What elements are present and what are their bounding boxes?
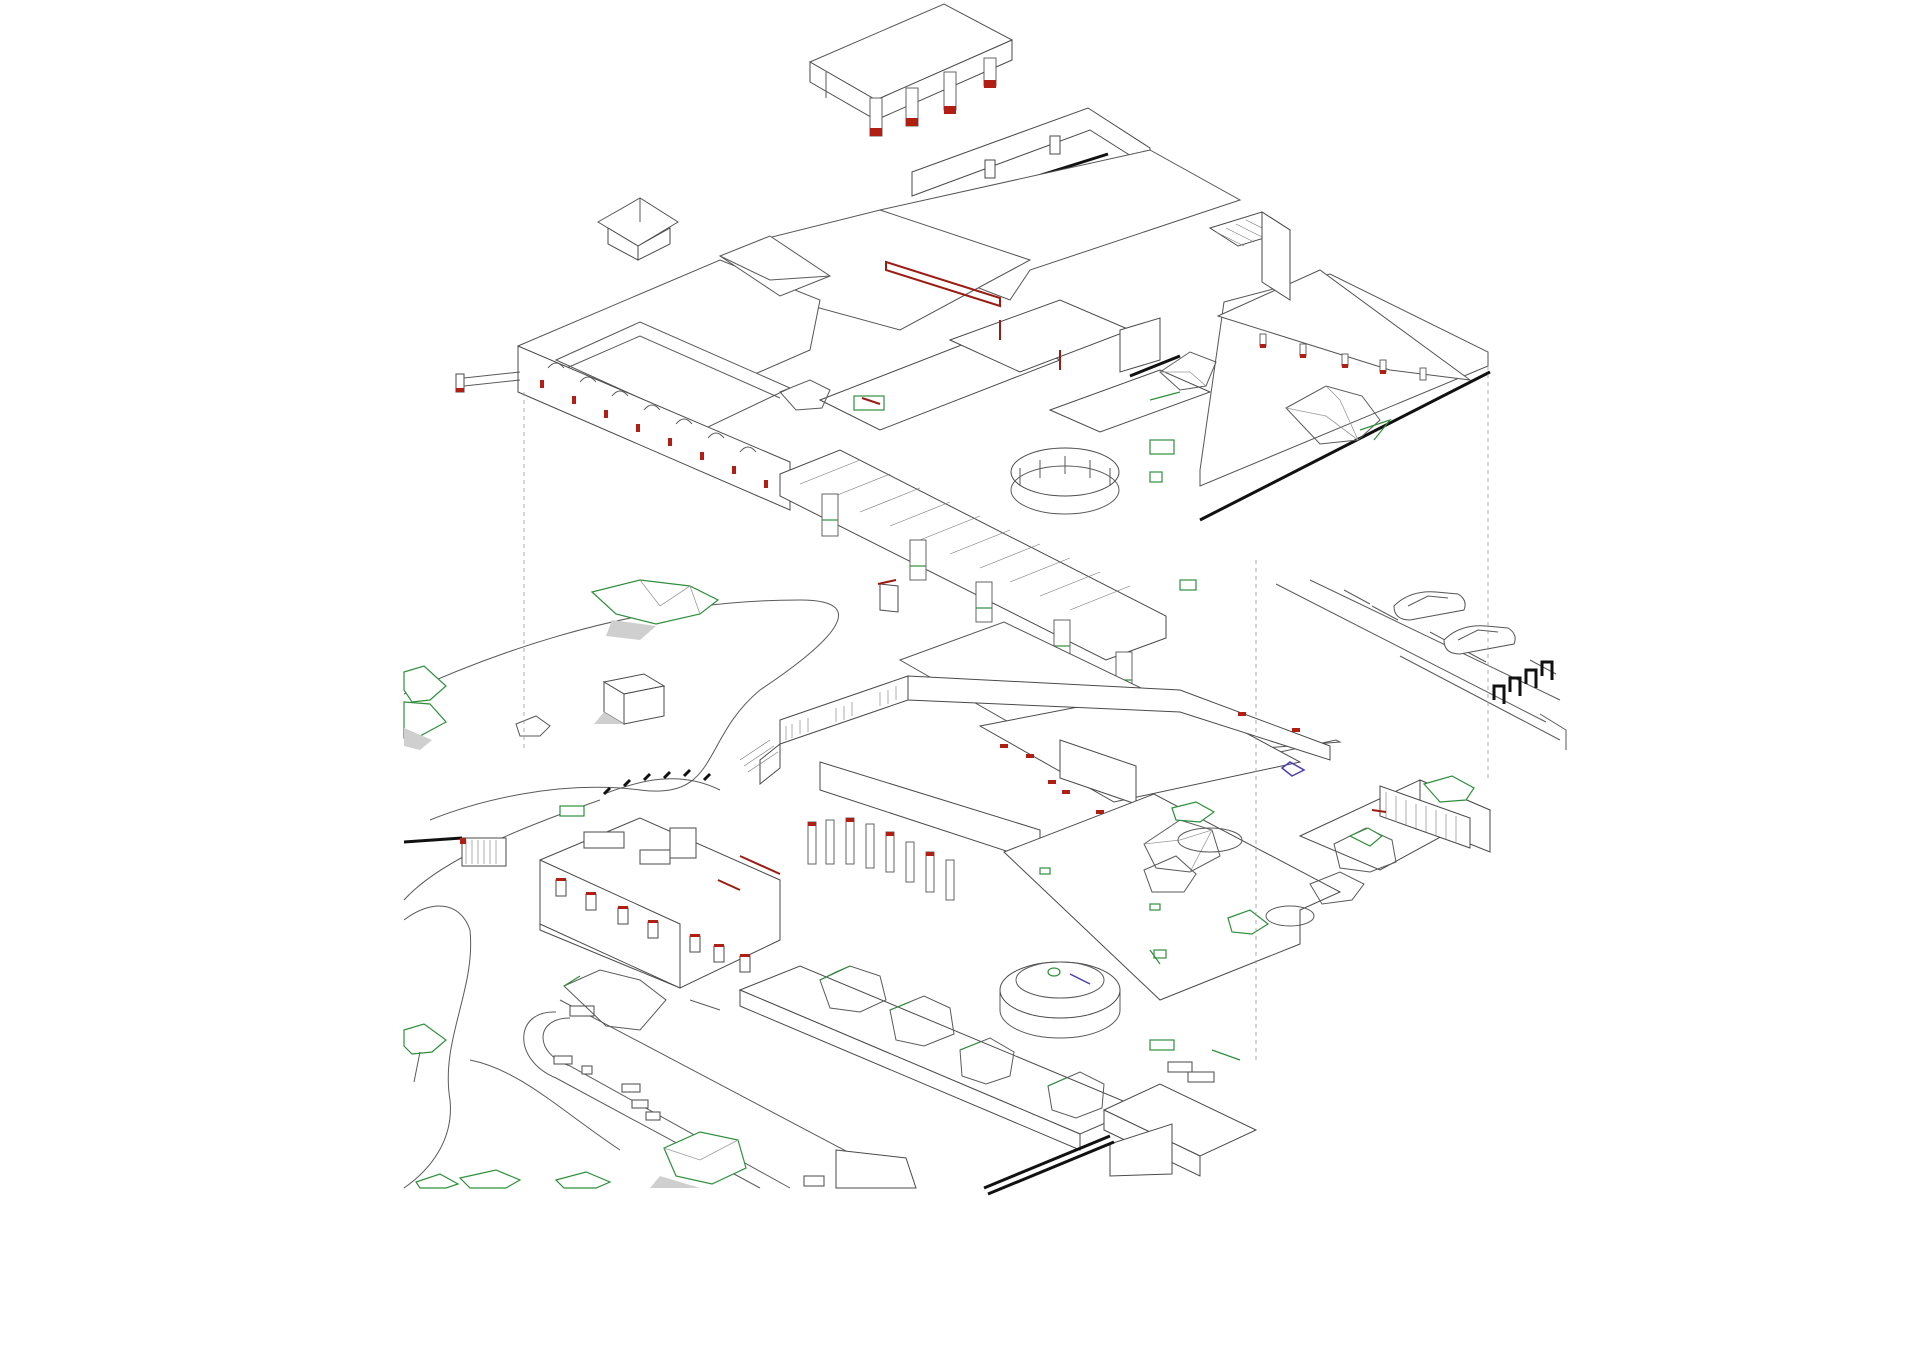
column-cluster bbox=[807, 817, 955, 901]
car-park bbox=[1275, 579, 1567, 750]
tree-icon bbox=[1333, 827, 1397, 873]
tree-icon bbox=[1422, 775, 1475, 803]
tree-icon bbox=[1047, 1071, 1105, 1119]
tree-icon bbox=[650, 1131, 747, 1188]
circular-atrium bbox=[1010, 447, 1120, 515]
table-icon bbox=[559, 805, 697, 865]
tree-icon bbox=[779, 379, 831, 411]
car-icon bbox=[1443, 625, 1516, 655]
tree-icon bbox=[563, 969, 667, 1031]
roof-pavilion bbox=[808, 3, 1014, 137]
tree-icon bbox=[1143, 801, 1243, 873]
circular-bar bbox=[999, 961, 1121, 1039]
tree-icon bbox=[959, 1037, 1015, 1085]
tree-icon bbox=[458, 1169, 522, 1189]
tree-icon bbox=[554, 1171, 612, 1189]
tree-icon bbox=[1159, 351, 1217, 391]
bike-rack-icon bbox=[1492, 660, 1554, 704]
roof-rooms bbox=[818, 299, 1212, 591]
tree-icon bbox=[819, 965, 887, 1013]
ground-level bbox=[403, 675, 1492, 1196]
tree-icon bbox=[403, 1023, 447, 1083]
tree-icon bbox=[403, 665, 447, 750]
chair-icon bbox=[553, 1005, 825, 1187]
projection-lines bbox=[523, 366, 1489, 1060]
tree-icon bbox=[415, 1173, 460, 1189]
tree-icon bbox=[515, 715, 551, 737]
roof-gazebo bbox=[597, 197, 679, 261]
entrance-gate bbox=[460, 837, 507, 867]
tree-icon bbox=[889, 995, 955, 1047]
roof-fence bbox=[455, 371, 521, 393]
chair-icon bbox=[1039, 761, 1306, 965]
tree-icon bbox=[590, 579, 720, 640]
tree-icon bbox=[1143, 855, 1197, 893]
tree-icon bbox=[1227, 909, 1270, 935]
kiosk bbox=[594, 673, 666, 725]
screen-wall bbox=[1371, 785, 1471, 849]
roof-level bbox=[455, 107, 1491, 591]
tree-icon bbox=[1285, 385, 1392, 445]
car-icon bbox=[1393, 591, 1466, 621]
table-icon bbox=[1149, 1039, 1241, 1083]
tree-icon bbox=[1265, 871, 1365, 927]
stair-block bbox=[1208, 211, 1292, 301]
pool bbox=[523, 999, 917, 1189]
